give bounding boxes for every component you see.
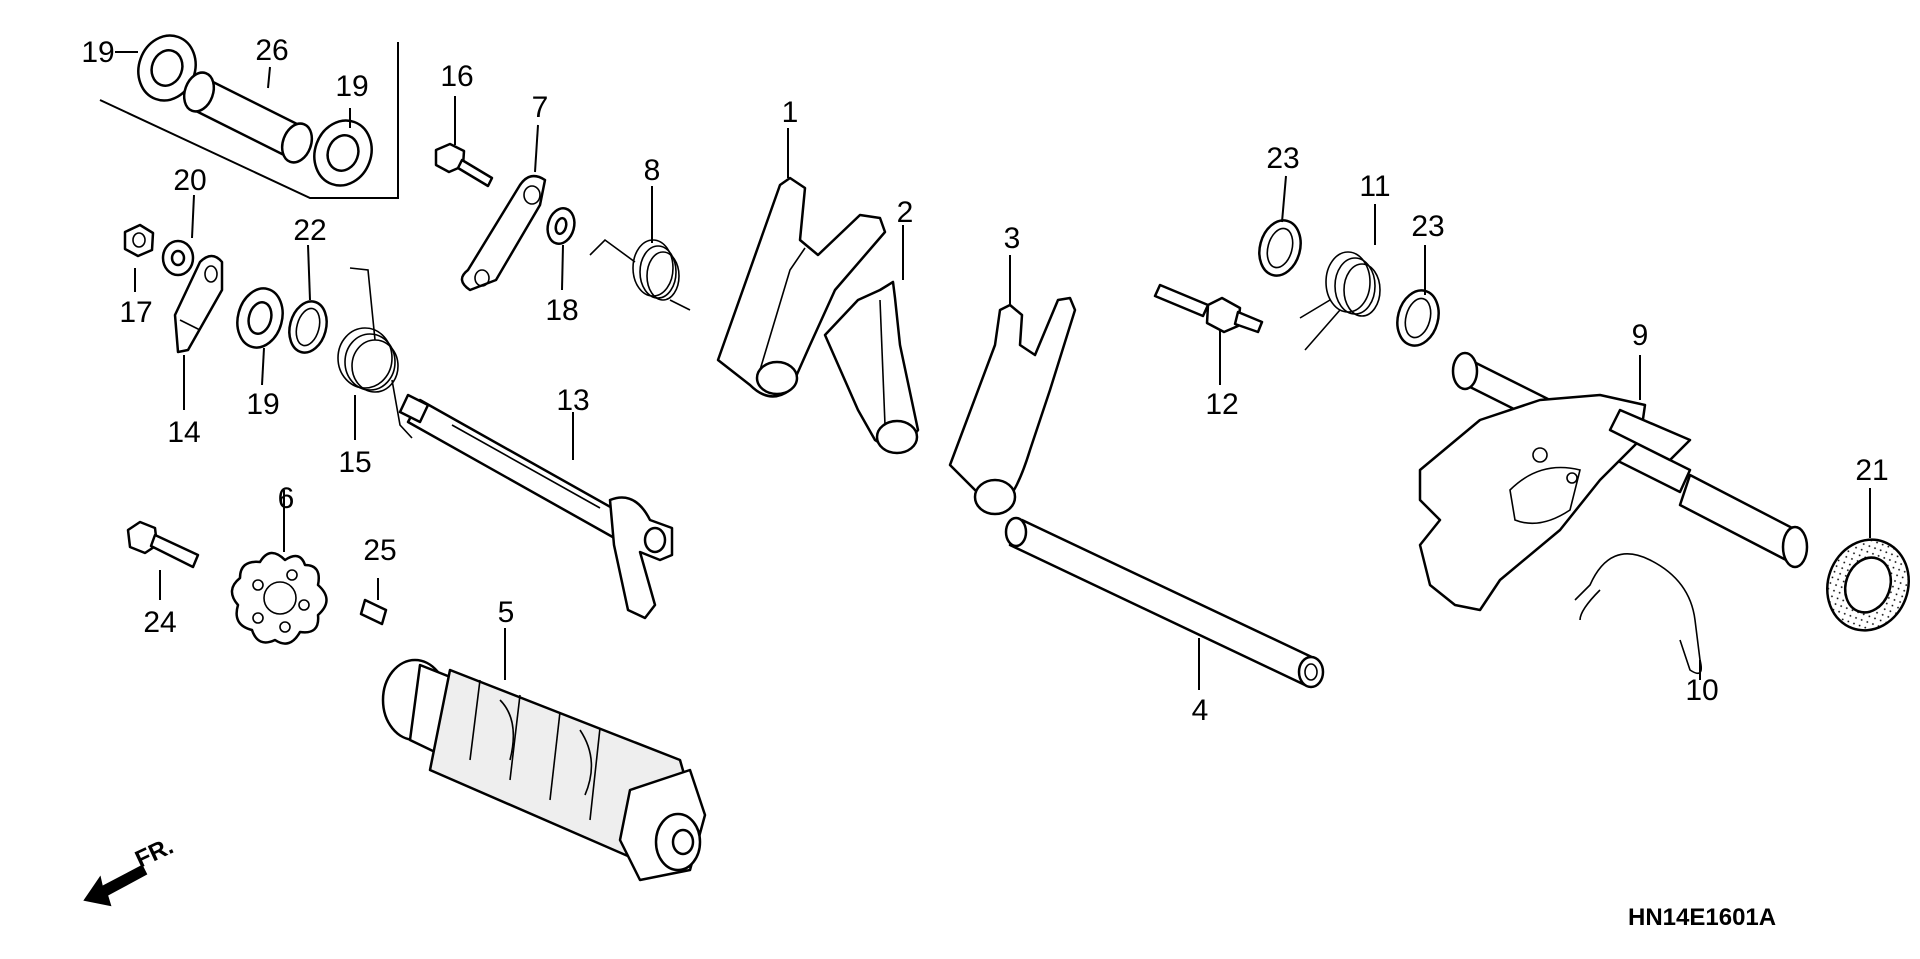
callout-20: 20 [173, 164, 206, 197]
part-23-circlip-left [1258, 219, 1302, 277]
part-11-spring [1299, 251, 1381, 351]
part-8-spring [589, 238, 691, 311]
part-13-shift-spindle [398, 393, 674, 620]
part-21-oil-seal [1826, 538, 1910, 632]
callout-26: 26 [255, 34, 288, 67]
callout-18: 18 [545, 294, 578, 327]
callout-12: 12 [1205, 388, 1238, 421]
part-2-shift-fork [823, 280, 920, 455]
part-10-spring [1574, 553, 1703, 675]
callout-23: 23 [1411, 210, 1444, 243]
part-12-pin [1153, 283, 1264, 334]
part-14-stopper-arm [173, 254, 224, 354]
part-4-fork-shaft [1004, 516, 1325, 689]
part-16-bolt [434, 142, 494, 188]
callout-17: 17 [119, 296, 152, 329]
callout-11: 11 [1359, 170, 1390, 203]
part-17-nut [123, 223, 155, 258]
part-24-bolt [126, 520, 200, 569]
part-7-plate [460, 174, 547, 292]
callout-7: 7 [532, 91, 549, 124]
part-19-washer-middle [236, 287, 284, 349]
callout-22: 22 [293, 214, 326, 247]
part-26-collar [182, 71, 314, 164]
callout-3: 3 [1004, 222, 1021, 255]
callout-13: 13 [556, 384, 589, 417]
part-25-dowel-pin [359, 598, 388, 626]
callout-5: 5 [498, 596, 515, 629]
part-23-circlip-right [1396, 289, 1440, 347]
callout-19: 19 [81, 36, 114, 69]
diagram-reference-code: HN14E1601A [1628, 904, 1776, 931]
part-19-washer-upper [137, 34, 197, 102]
callout-8: 8 [644, 154, 661, 187]
callout-24: 24 [143, 606, 176, 639]
callout-19: 19 [246, 388, 279, 421]
callout-leaders [115, 51, 1871, 690]
callout-6: 6 [278, 482, 295, 515]
callout-23: 23 [1266, 142, 1299, 175]
part-18-washer [546, 207, 576, 245]
part-19-washer-lower [313, 119, 373, 187]
callout-4: 4 [1192, 694, 1209, 727]
part-5-shift-drum [381, 658, 707, 882]
callout-16: 16 [440, 60, 473, 93]
callout-1: 1 [782, 96, 799, 129]
callout-2: 2 [897, 196, 914, 229]
part-15-return-spring [337, 267, 413, 439]
callout-numbers: 19 26 19 16 7 8 1 2 3 23 11 23 9 21 10 1… [81, 34, 1888, 727]
callout-15: 15 [338, 446, 371, 479]
callout-9: 9 [1632, 319, 1649, 352]
callout-25: 25 [363, 534, 396, 567]
callout-14: 14 [167, 416, 200, 449]
part-1-shift-fork [716, 176, 887, 398]
part-22-circlip [288, 300, 328, 354]
part-20-washer [161, 239, 195, 277]
part-6-star-plate [230, 551, 328, 645]
callout-10: 10 [1685, 674, 1718, 707]
inset-bracket [99, 42, 399, 199]
callout-21: 21 [1855, 454, 1888, 487]
part-9-gearshift-spindle [1418, 351, 1809, 612]
callout-19: 19 [335, 70, 368, 103]
part-3-shift-fork [948, 296, 1077, 516]
front-direction-arrow: FR. [83, 833, 178, 907]
